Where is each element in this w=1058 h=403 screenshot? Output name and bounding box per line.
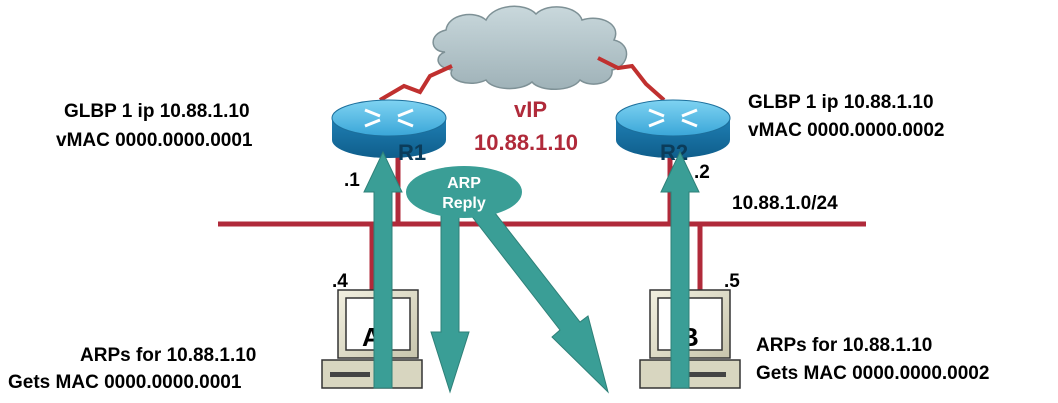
vip-title: vIP	[514, 97, 548, 122]
r1-glbp-config: GLBP 1 ip 10.88.1.10	[64, 101, 250, 122]
arp-reply-line2: Reply	[442, 195, 486, 212]
host-a-mac-line: Gets MAC 0000.0000.0001	[8, 372, 242, 393]
router-r2-icon[interactable]: R2	[615, 99, 731, 165]
router-r1-label: R1	[398, 140, 426, 165]
r2-vmac: vMAC 0000.0000.0002	[748, 120, 945, 141]
arp-request-arrow-a	[363, 150, 403, 389]
arp-reply-line1: ARP	[447, 175, 481, 192]
r2-host-suffix: .2	[694, 162, 710, 183]
vip-address: 10.88.1.10	[474, 130, 578, 155]
host-a-pc-icon[interactable]: A	[321, 289, 423, 389]
host-a-arp-line: ARPs for 10.88.1.10	[80, 345, 257, 366]
arp-reply-arrow-a	[430, 209, 470, 394]
r2-glbp-config: GLBP 1 ip 10.88.1.10	[748, 92, 934, 113]
host-b-mac-line: Gets MAC 0000.0000.0002	[756, 363, 990, 384]
wan-cloud	[432, 5, 628, 90]
wan-link-r2	[597, 56, 666, 102]
host-a-suffix: .4	[332, 271, 348, 292]
r1-vmac: vMAC 0000.0000.0001	[56, 130, 253, 151]
arp-request-arrow-b	[660, 150, 700, 389]
arp-reply-bubble: ARP Reply	[406, 166, 522, 218]
host-b-arp-line: ARPs for 10.88.1.10	[756, 335, 933, 356]
arp-reply-arrow-b	[469, 203, 609, 394]
host-b-pc-icon[interactable]: B	[639, 289, 741, 389]
wan-link-r1	[378, 64, 453, 102]
host-b-suffix: .5	[724, 271, 740, 292]
subnet-label: 10.88.1.0/24	[732, 193, 838, 214]
router-r1-icon[interactable]: R1	[331, 99, 447, 165]
r1-host-suffix: .1	[344, 170, 360, 191]
